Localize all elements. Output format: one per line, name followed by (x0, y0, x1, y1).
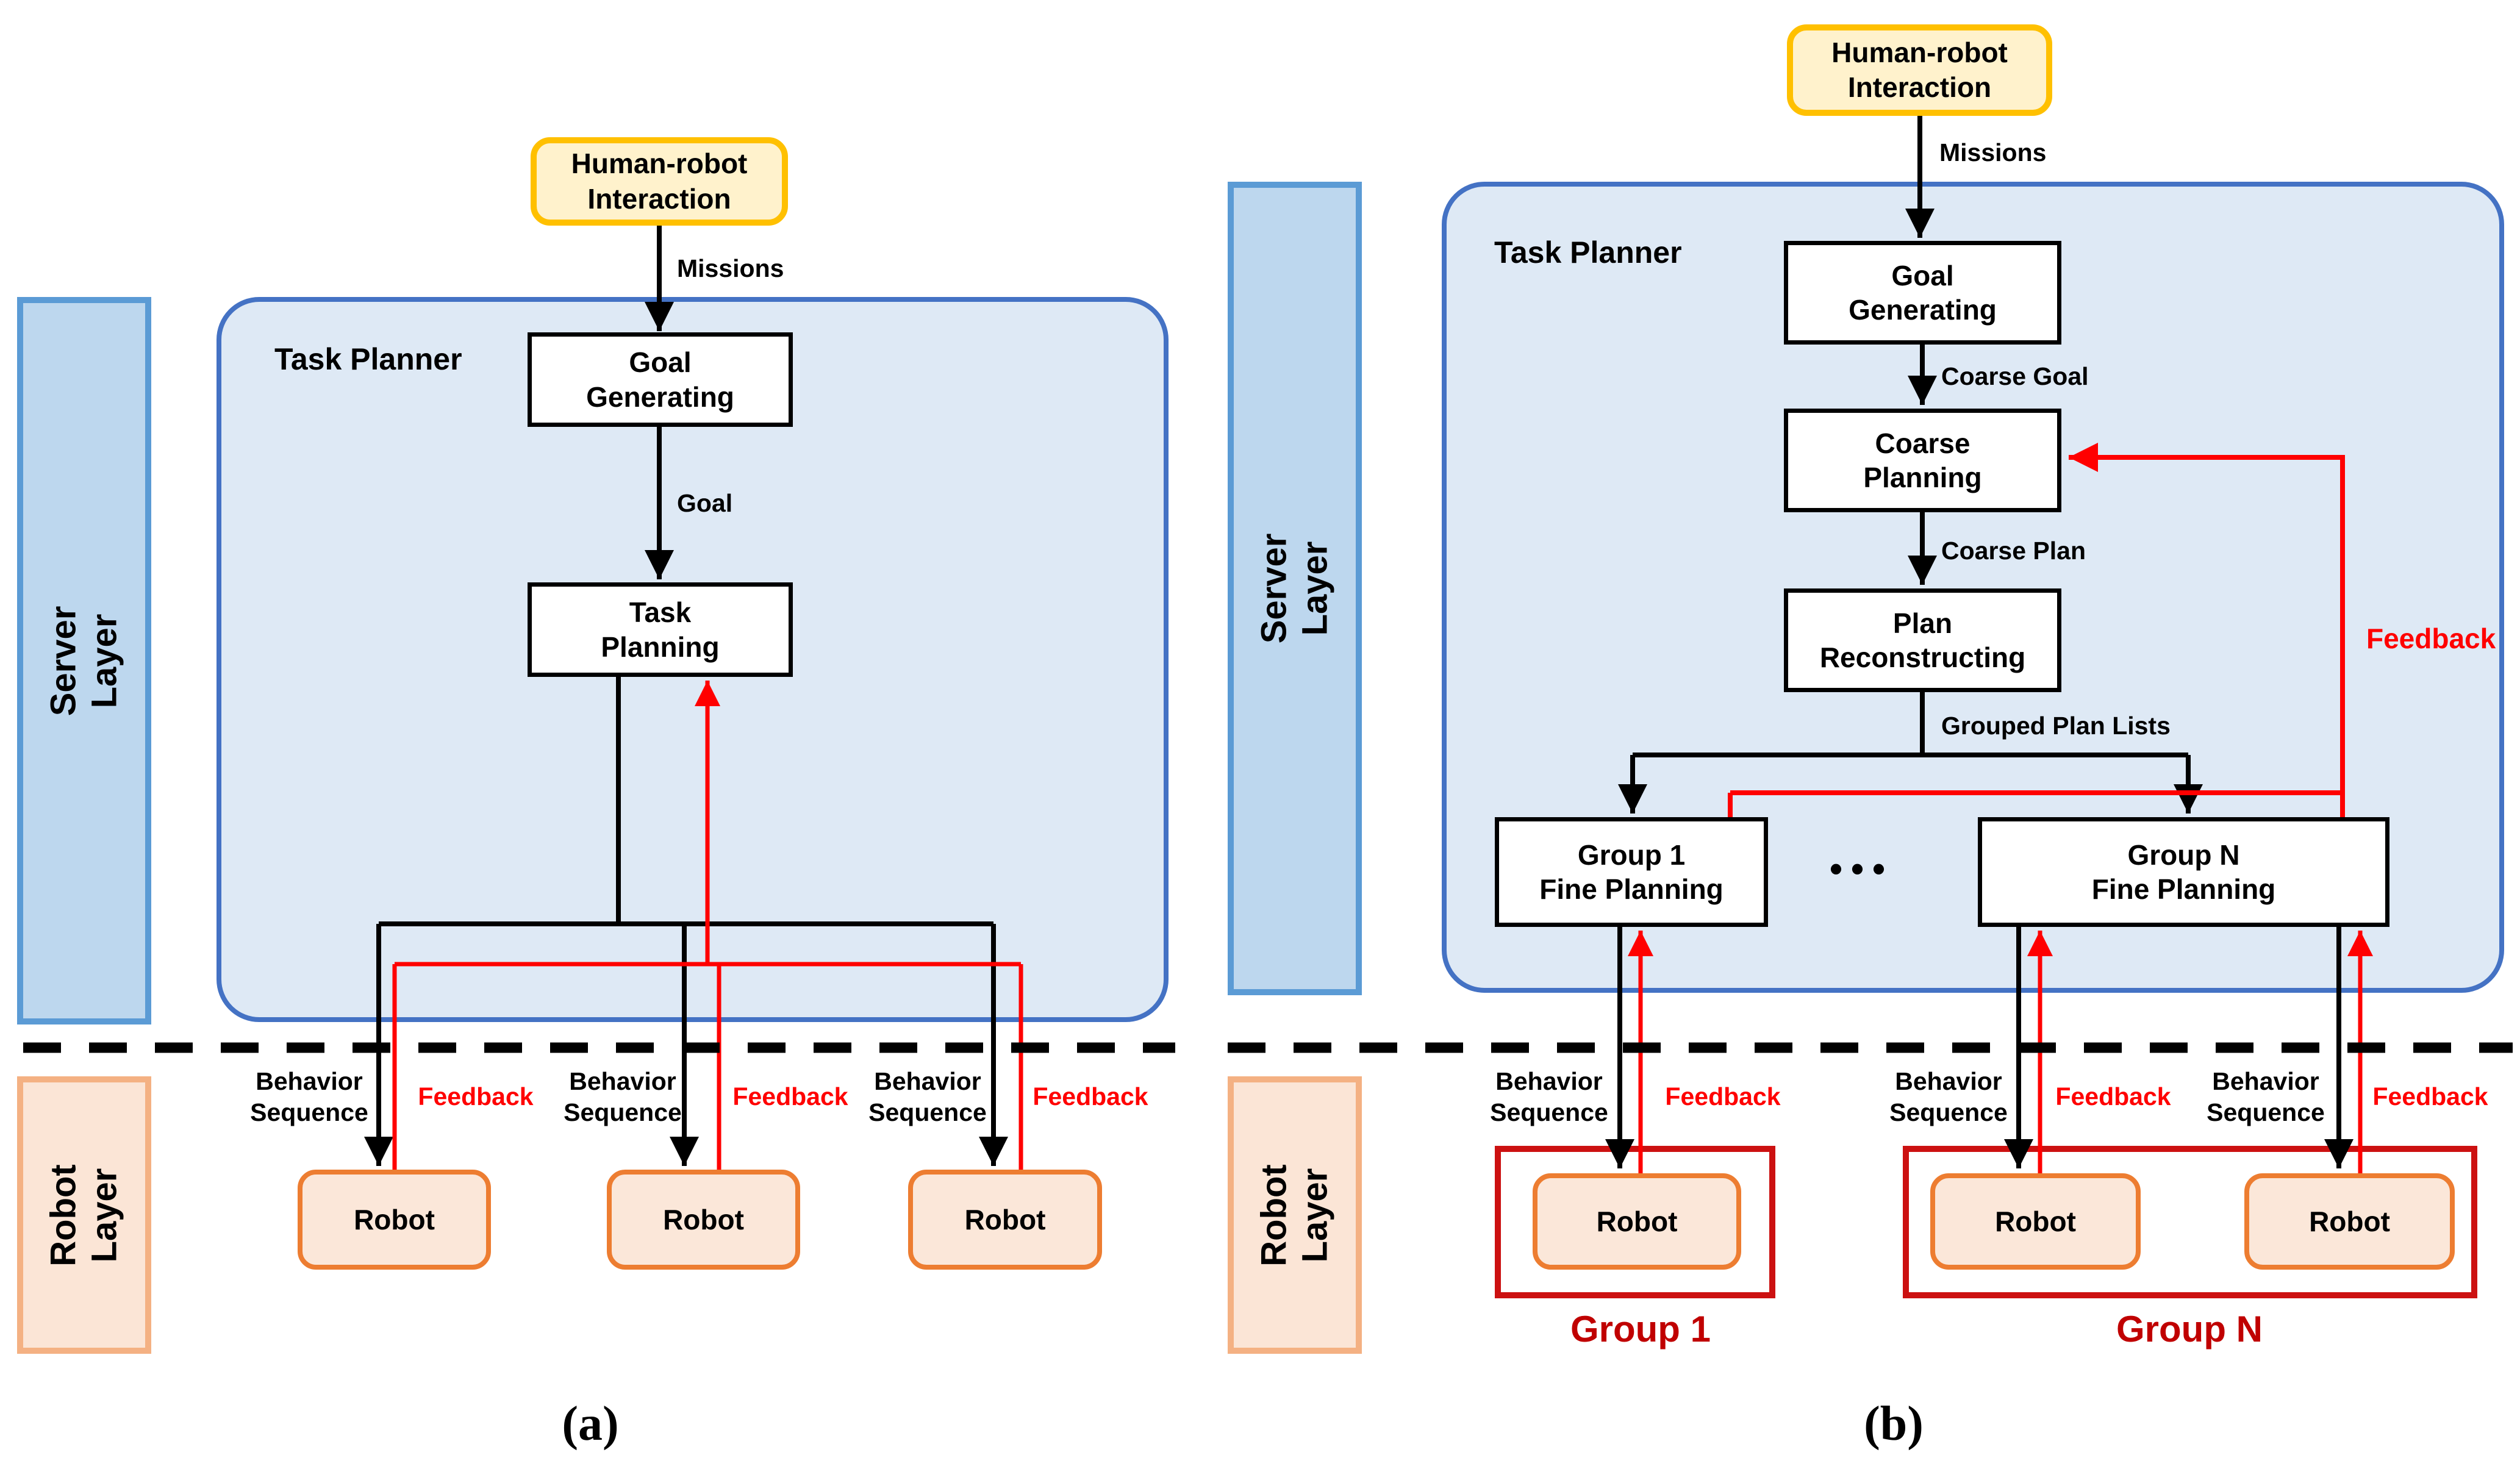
b-groupN-robot-box-1: Robot (1930, 1173, 2141, 1270)
b-ellipsis: ••• (1830, 848, 1894, 889)
panel-b-task-planner-title: Task Planner (1494, 235, 1682, 270)
a-human-robot-interaction-box: Human-robot Interaction (531, 137, 788, 226)
b-goal-generating-box: Goal Generating (1784, 241, 2061, 345)
b-group1-robot-box: Robot (1533, 1173, 1741, 1270)
b-group1-fine-planning-box: Group 1 Fine Planning (1495, 817, 1768, 927)
b-groupN-fine-planning-box: Group N Fine Planning (1978, 817, 2389, 927)
panel-b-server-layer-band: Server Layer (1228, 182, 1362, 995)
b-group1-label: Group 1 (1570, 1309, 1711, 1350)
b-caption: (b) (1864, 1397, 1924, 1451)
a-feedback-label-1: Feedback (418, 1082, 534, 1110)
b-behavior-sequence-label-3: Behavior Sequence (2207, 1067, 2325, 1127)
a-robot-box-3: Robot (908, 1170, 1102, 1270)
a-robot-box-2: Robot (607, 1170, 800, 1270)
b-feedback-loop-line (2069, 443, 2345, 820)
a-goal-label: Goal (677, 489, 733, 517)
b-human-robot-interaction-box: Human-robot Interaction (1787, 24, 2052, 116)
a-feedback-label-3: Feedback (1033, 1082, 1148, 1110)
b-coarse-plan-label: Coarse Plan (1941, 537, 2086, 565)
b-coarse-goal-label: Coarse Goal (1941, 362, 2089, 390)
a-task-planning-box: Task Planning (528, 582, 793, 677)
b-missions-label: Missions (1939, 138, 2047, 166)
a-feedback-label-2: Feedback (732, 1082, 848, 1110)
b-groupN-robot-box-2: Robot (2244, 1173, 2455, 1270)
a-behavior-sequence-label-2: Behavior Sequence (564, 1067, 682, 1127)
b-feedback-label-1: Feedback (1665, 1082, 1781, 1110)
panel-b-group1-rect (1495, 1146, 1775, 1298)
a-caption: (a) (562, 1397, 619, 1451)
panel-a-server-layer-band: Server Layer (17, 297, 151, 1024)
b-behavior-sequence-label-2: Behavior Sequence (1889, 1067, 2008, 1127)
a-robot-box-1: Robot (298, 1170, 491, 1270)
panel-a-robot-layer-band: Robot Layer (17, 1076, 151, 1354)
panel-a-task-planner-title: Task Planner (274, 342, 462, 376)
b-coarse-planning-box: Coarse Planning (1784, 409, 2061, 512)
a-behavior-sequence-label-3: Behavior Sequence (868, 1067, 987, 1127)
b-feedback-label-3: Feedback (2372, 1082, 2488, 1110)
b-plan-reconstructing-box: Plan Reconstructing (1784, 588, 2061, 692)
b-behavior-sequence-label-1: Behavior Sequence (1490, 1067, 1608, 1127)
panel-b-robot-layer-band: Robot Layer (1228, 1076, 1362, 1354)
b-groupN-label: Group N (2116, 1309, 2263, 1350)
a-goal-generating-box: Goal Generating (528, 332, 793, 427)
a-missions-label: Missions (677, 254, 784, 282)
b-grouped-plan-lists-label: Grouped Plan Lists (1941, 712, 2171, 740)
b-feedback-label-2: Feedback (2055, 1082, 2171, 1110)
b-feedback-loop-label: Feedback (2366, 623, 2496, 654)
a-behavior-sequence-label-1: Behavior Sequence (250, 1067, 368, 1127)
panel-b-groupN-rect (1903, 1146, 2477, 1298)
